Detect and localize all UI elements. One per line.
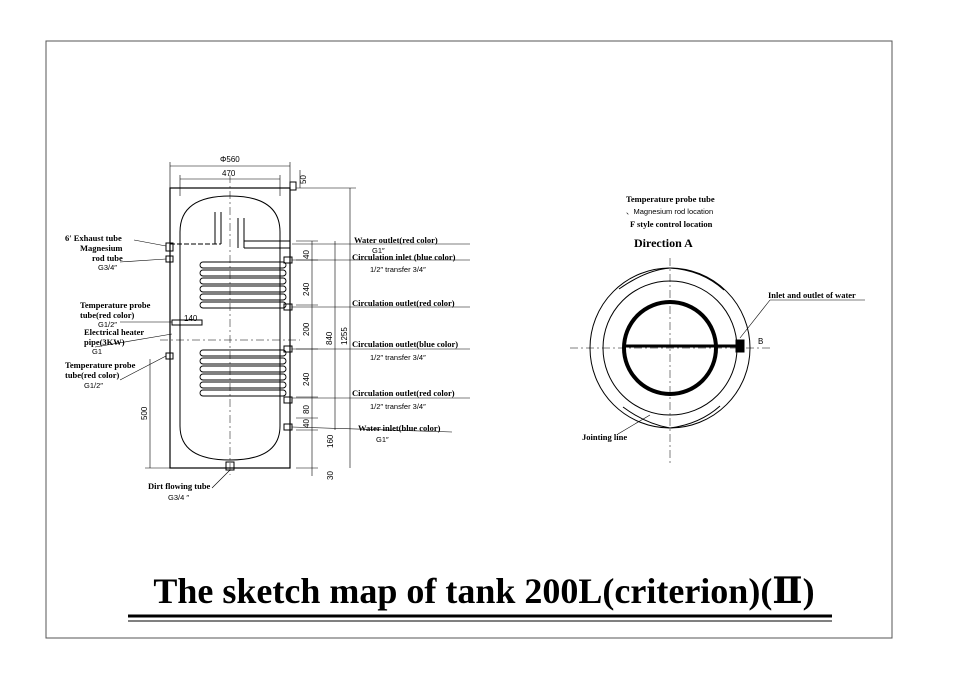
label-jointing: Jointing line [582, 432, 627, 442]
dim-outer-diameter: Φ560 [220, 155, 240, 164]
label-rod-size: G3/4″ [98, 263, 117, 272]
label-heater-size: G1 [92, 347, 102, 356]
label-water-inlet-size: G1″ [376, 435, 389, 444]
dim-feet: 30 [326, 471, 335, 480]
label-magnesium: Magnesium [80, 243, 123, 253]
label-probe-upper-size: G1/2″ [98, 320, 117, 329]
upper-coil [199, 261, 287, 309]
tank-front-view [160, 175, 300, 475]
label-circ-outlet-red2: Circulation outlet(red color) [352, 388, 455, 398]
label-circ-outlet-blue: Circulation outlet(blue color) [352, 339, 458, 349]
dim-lower-height: 500 [140, 406, 149, 420]
dim-bottom-height: 160 [326, 434, 335, 448]
label-marker-b: B [758, 337, 763, 346]
dim-total-height: 1255 [340, 327, 349, 345]
tank-top-view [570, 258, 865, 465]
label-circ-outlet-red2-sub: 1/2″ transfer 3/4″ [370, 402, 426, 411]
label-exhaust-tube: 6′ Exhaust tube [65, 233, 122, 243]
label-probe-lower-2: tube(red color) [65, 370, 120, 380]
label-circ-outlet-red: Circulation outlet(red color) [352, 298, 455, 308]
right-leaders [291, 243, 470, 433]
tank-inner-shell [179, 195, 281, 461]
dim-probe-height: 140 [184, 314, 198, 323]
label-probe-upper-1: Temperature probe [80, 300, 151, 310]
sheet-title: The sketch map of tank 200L(criterion)(Ⅱ… [153, 571, 814, 611]
dim-coil-gap-top: 40 [302, 250, 311, 259]
top-view-labels: Temperature probe tube 、Magnesium rod lo… [582, 194, 856, 442]
label-dirt-tube: Dirt flowing tube [148, 481, 211, 491]
left-leaders [94, 239, 231, 489]
left-labels: 6′ Exhaust tube Magnesium rod tube G3/4″… [65, 233, 211, 502]
dim-upper-coil: 240 [302, 282, 311, 296]
dim-top-offset: 50 [299, 175, 308, 184]
label-heater-2: pipe(3KW) [84, 337, 125, 347]
dim-bottom-gap-a: 80 [302, 405, 311, 414]
sheet-border [45, 40, 893, 639]
label-circ-outlet-blue-sub: 1/2″ transfer 3/4″ [370, 353, 426, 362]
label-heater-1: Electrical heater [84, 327, 144, 337]
label-probe-upper-2: tube(red color) [80, 310, 135, 320]
dimension-text: Φ560 470 50 40 240 200 240 80 40 160 30 … [140, 155, 349, 480]
lower-coil [199, 349, 287, 397]
label-water-inlet: Water inlet(blue color) [358, 423, 441, 433]
label-probe-tube: Temperature probe tube [626, 194, 715, 204]
label-magnesium-loc: 、Magnesium rod location [626, 207, 713, 216]
dim-bottom-gap-b: 40 [302, 419, 311, 428]
label-circ-inlet: Circulation inlet (blue color) [352, 252, 456, 262]
label-rod-tube: rod tube [92, 253, 123, 263]
dimension-lines [145, 162, 356, 476]
dim-middle-gap: 200 [302, 322, 311, 336]
label-probe-lower-size: G1/2″ [84, 381, 103, 390]
right-labels: Water outlet(red color) G1″ Circulation … [352, 235, 458, 444]
label-f-style: F style control location [630, 219, 713, 229]
label-dirt-size: G3/4 ″ [168, 493, 189, 502]
label-direction-a: Direction A [634, 236, 693, 250]
dim-lower-coil: 240 [302, 372, 311, 386]
label-circ-inlet-sub: 1/2″ transfer 3/4″ [370, 265, 426, 274]
dim-body-height: 840 [325, 331, 334, 345]
label-inlet-outlet: Inlet and outlet of water [768, 290, 856, 300]
label-water-outlet: Water outlet(red color) [354, 235, 438, 245]
label-water-outlet-size: G1″ [372, 246, 385, 255]
label-probe-lower-1: Temperature probe [65, 360, 136, 370]
dim-inner-width: 470 [222, 169, 236, 178]
